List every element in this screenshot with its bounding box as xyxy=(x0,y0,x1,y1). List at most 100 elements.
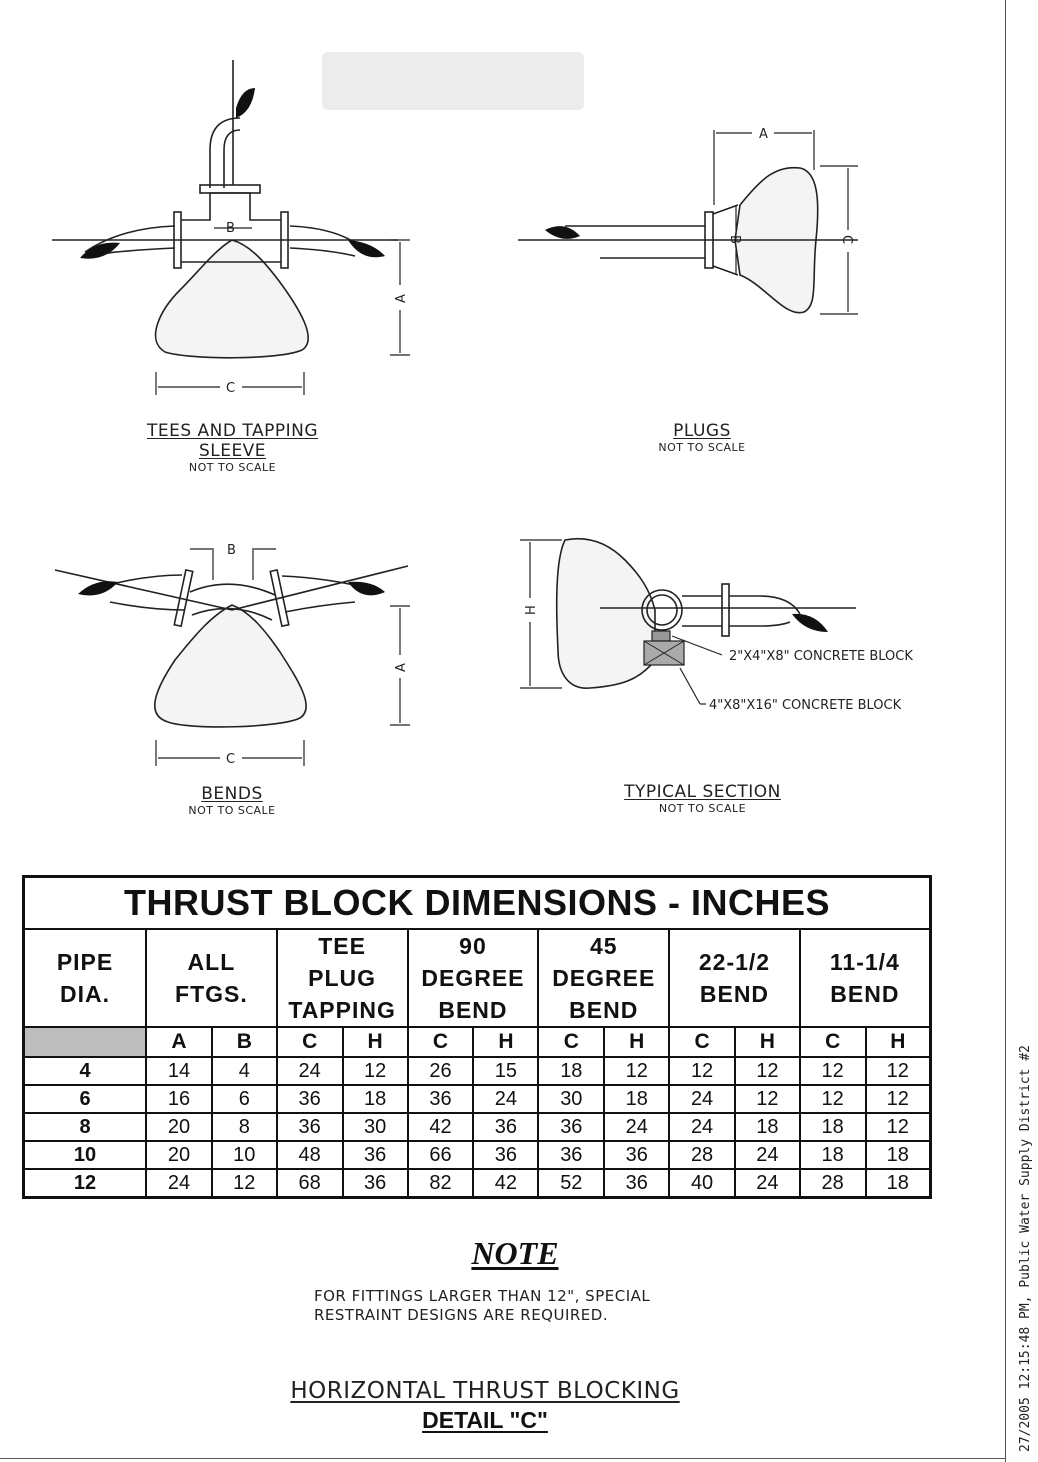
dimension-cell: 14 xyxy=(145,1056,213,1086)
dimension-cell: 36 xyxy=(341,1168,409,1199)
dimension-cell: 82 xyxy=(406,1168,475,1199)
dimension-cell: 30 xyxy=(537,1084,606,1114)
plug-label-a: A xyxy=(759,127,768,142)
subheader-cell: C xyxy=(275,1026,344,1058)
dimension-cell: 28 xyxy=(668,1140,736,1170)
dimension-cell: 8 xyxy=(210,1112,278,1142)
tee-title: TEES AND TAPPING xyxy=(146,421,318,441)
dimension-cell: 12 xyxy=(864,1056,932,1086)
subheader-cell: H xyxy=(341,1026,409,1058)
dimension-cell: 36 xyxy=(472,1112,540,1142)
tee-label-c: C xyxy=(226,381,235,396)
subheader-cell: H xyxy=(733,1026,801,1058)
subheader-cell: C xyxy=(798,1026,867,1058)
dimension-cell: 18 xyxy=(603,1084,671,1114)
dimension-cell: 24 xyxy=(275,1056,344,1086)
tee-title-line2: SLEEVE xyxy=(198,441,267,461)
dimension-cell: 6 xyxy=(210,1084,278,1114)
subheader-cell: H xyxy=(472,1026,540,1058)
dimension-cell: 24 xyxy=(603,1112,671,1142)
plug-title: PLUGS xyxy=(673,421,731,441)
bend-label-a: A xyxy=(394,663,409,672)
pipe-dia-cell: 10 xyxy=(22,1140,148,1170)
note-line-2: RESTRAINT DESIGNS ARE REQUIRED. xyxy=(314,1306,609,1324)
subheader-cell: C xyxy=(537,1026,606,1058)
section-title: TYPICAL SECTION xyxy=(624,782,781,802)
dimension-cell: 36 xyxy=(537,1112,606,1142)
bend-not-to-scale: NOT TO SCALE xyxy=(188,804,276,817)
subheader-cell: H xyxy=(603,1026,671,1058)
plug-label-b: B xyxy=(727,235,742,244)
subheader-cell: C xyxy=(406,1026,475,1058)
pipe-dia-cell: 6 xyxy=(22,1084,148,1114)
dimension-cell: 36 xyxy=(603,1168,671,1199)
dimension-cell: 42 xyxy=(406,1112,475,1142)
dimension-cell: 12 xyxy=(668,1056,736,1086)
dimension-cell: 12 xyxy=(798,1056,867,1086)
dimension-cell: 12 xyxy=(798,1084,867,1114)
dimension-cell: 24 xyxy=(472,1084,540,1114)
tee-not-to-scale: NOT TO SCALE xyxy=(188,461,277,474)
plug-caption: PLUGS NOT TO SCALE xyxy=(620,421,784,454)
dimension-cell: 20 xyxy=(145,1112,213,1142)
tee-diagram: B A C xyxy=(52,60,410,396)
pipe-dia-cell: 8 xyxy=(22,1112,148,1142)
subheader-cell: C xyxy=(668,1026,736,1058)
tee-caption: TEES AND TAPPING SLEEVE NOT TO SCALE xyxy=(110,421,355,474)
pipe-dia-cell: 4 xyxy=(22,1056,148,1086)
dimension-cell: 36 xyxy=(406,1084,475,1114)
dimension-cell: 36 xyxy=(537,1140,606,1170)
dimension-cell: 10 xyxy=(210,1140,278,1170)
dimension-cell: 26 xyxy=(406,1056,475,1086)
section-label-h: H xyxy=(524,605,539,615)
section-not-to-scale: NOT TO SCALE xyxy=(658,802,747,815)
plug-diagram: A B C xyxy=(518,127,858,315)
bottom-border-line xyxy=(0,1458,1005,1459)
block-small-label: 2"X4"X8" CONCRETE BLOCK xyxy=(729,649,913,664)
section-caption: TYPICAL SECTION NOT TO SCALE xyxy=(590,782,815,815)
dimension-cell: 40 xyxy=(668,1168,736,1199)
right-border-line xyxy=(1005,0,1006,1462)
dimension-cell: 18 xyxy=(537,1056,606,1086)
dimension-cell: 48 xyxy=(275,1140,344,1170)
dimension-cell: 36 xyxy=(603,1140,671,1170)
pipe-dia-cell: 12 xyxy=(22,1168,148,1199)
plot-timestamp: 27/2005 12:15:48 PM, Public Water Supply… xyxy=(1018,1045,1033,1452)
dimension-cell: 36 xyxy=(275,1112,344,1142)
tee-label-b: B xyxy=(226,221,235,236)
subheader-cell: B xyxy=(210,1026,278,1058)
detail-subtitle: DETAIL "C" xyxy=(422,1407,548,1433)
dimension-cell: 18 xyxy=(733,1112,801,1142)
dimension-cell: 24 xyxy=(733,1168,801,1199)
dimension-cell: 18 xyxy=(798,1140,867,1170)
plug-not-to-scale: NOT TO SCALE xyxy=(658,441,746,454)
bend-label-b: B xyxy=(227,543,236,558)
dimension-cell: 18 xyxy=(798,1112,867,1142)
dimension-cell: 28 xyxy=(798,1168,867,1199)
dimension-cell: 12 xyxy=(733,1056,801,1086)
dimension-cell: 12 xyxy=(341,1056,409,1086)
bend-caption: BENDS NOT TO SCALE xyxy=(150,784,314,817)
table-title: THRUST BLOCK DIMENSIONS - INCHES xyxy=(22,875,932,930)
dimension-cell: 36 xyxy=(275,1084,344,1114)
dimension-cell: 24 xyxy=(733,1140,801,1170)
dimension-cell: 24 xyxy=(668,1084,736,1114)
section-diagram: 2"X4"X8" CONCRETE BLOCK 4"X8"X16" CONCRE… xyxy=(520,537,913,713)
dimension-cell: 4 xyxy=(210,1056,278,1086)
dimension-cell: 24 xyxy=(668,1112,736,1142)
dimension-cell: 12 xyxy=(864,1084,932,1114)
detail-drawings: B A C A B C xyxy=(52,52,913,767)
bend-diagram: B A C xyxy=(54,543,410,767)
dimension-cell: 15 xyxy=(472,1056,540,1086)
